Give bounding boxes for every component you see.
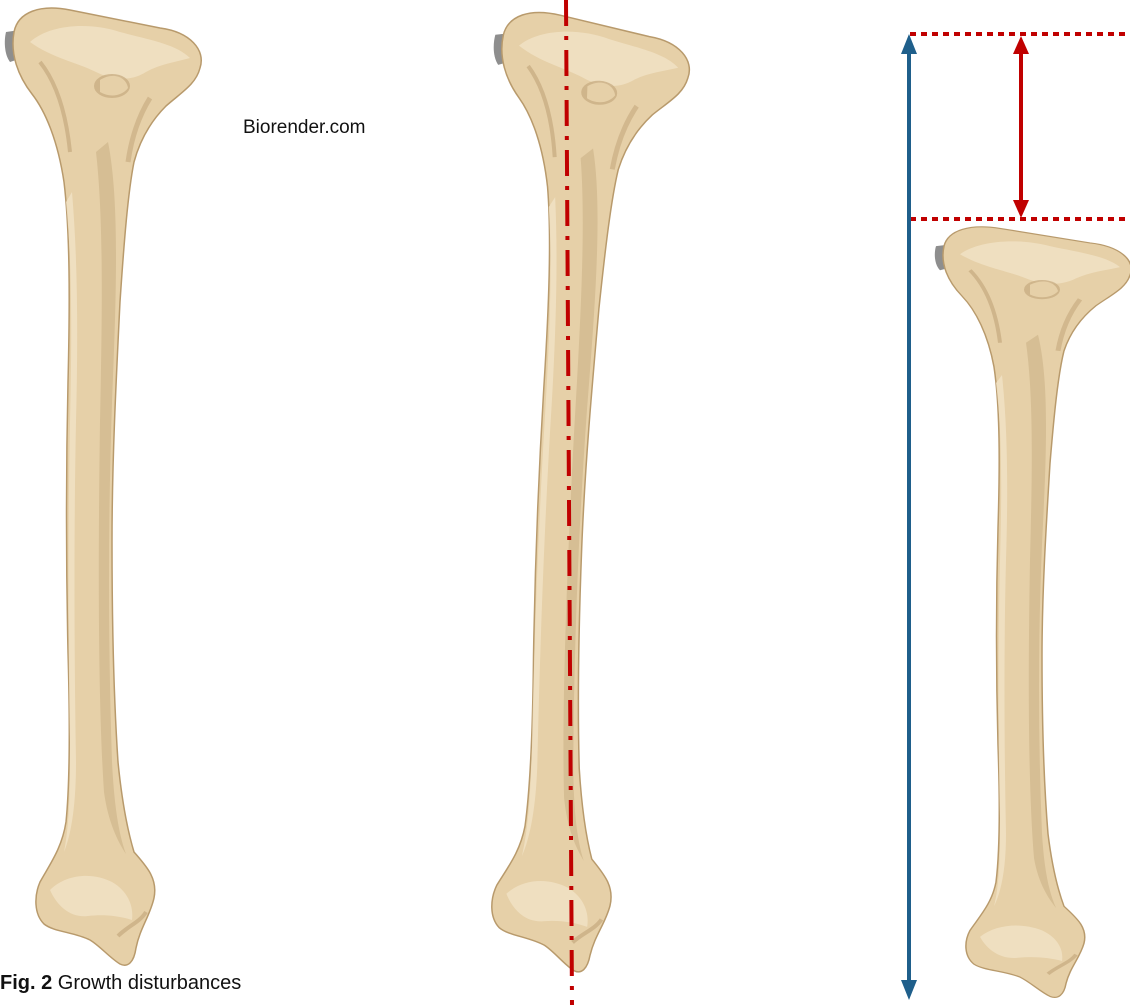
image-credit: Biorender.com <box>243 117 366 139</box>
figure-label: Fig. 2 <box>0 972 52 994</box>
angulated-bone <box>458 11 691 975</box>
full-length-arrow <box>901 34 917 1000</box>
shortened-bone <box>935 227 1130 998</box>
figure-caption: Fig. 2 Growth disturbances <box>0 972 241 995</box>
length-difference-arrow <box>1013 36 1029 218</box>
figure-caption-text: Growth disturbances <box>58 972 241 994</box>
normal-bone <box>5 8 201 965</box>
